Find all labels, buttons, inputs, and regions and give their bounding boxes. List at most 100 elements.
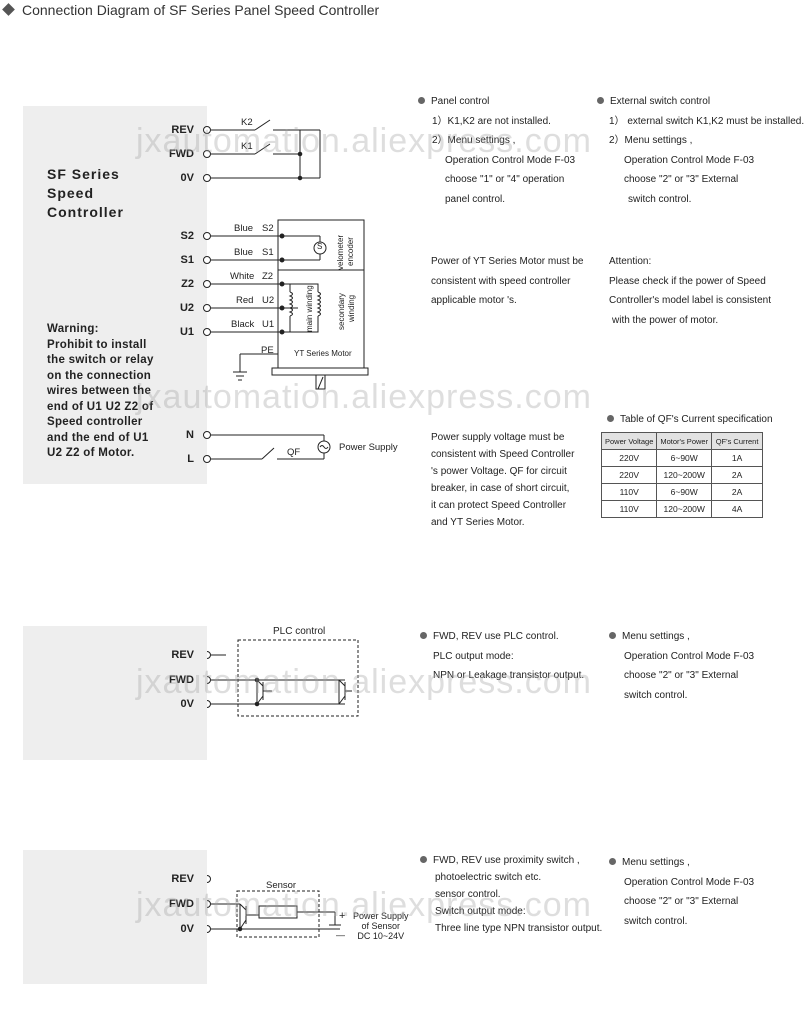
controller-box xyxy=(23,106,207,484)
bullet-icon xyxy=(607,415,614,422)
note-line: sensor control. xyxy=(435,889,501,900)
note-line: Operation Control Mode F-03 xyxy=(624,154,755,166)
k2-label: K2 xyxy=(241,117,253,128)
note-line: switch control. xyxy=(624,915,688,927)
psu-minus-label: — xyxy=(336,930,345,940)
warning-line: end of U1 U2 Z2 of xyxy=(47,400,154,413)
bullet-icon xyxy=(609,632,616,639)
attention-note: Attention: Please check if the power of … xyxy=(609,252,771,330)
table-header: QF's Current xyxy=(711,432,764,450)
note-line: Operation Control Mode F-03 xyxy=(445,154,576,166)
terminal-u1-node xyxy=(203,328,211,336)
psu-line: of Sensor xyxy=(361,921,401,931)
note-line: switch control. xyxy=(628,193,692,205)
plc-note-left: FWD, REV use PLC control. PLC output mod… xyxy=(420,627,584,686)
bullet-icon xyxy=(418,97,425,104)
panel-control-note: Panel control 1）K1,K2 are not installed.… xyxy=(418,92,575,209)
plc-note-right: Menu settings , Operation Control Mode F… xyxy=(609,627,754,705)
plc-rev-label: REV xyxy=(171,649,194,661)
note-line: choose "2" or "3" External xyxy=(624,670,739,681)
warning-line: Prohibit to install xyxy=(47,338,147,351)
table-cell: 110V xyxy=(600,483,658,501)
main-winding-coil xyxy=(288,291,293,317)
warning-line: on the connection xyxy=(47,369,152,382)
warning-line: Warning: xyxy=(47,323,99,335)
qf-breaker xyxy=(261,447,275,460)
terminal-s2-label: S2 xyxy=(180,230,194,242)
table-header: Motor's Power xyxy=(656,432,713,450)
table-cell: 6~90W xyxy=(656,449,713,467)
table-row: 220V 6~90W 1A xyxy=(600,449,764,467)
note-line: 2）Menu settings , xyxy=(609,135,693,146)
sensor-rev-label: REV xyxy=(171,873,194,885)
terminal-n-node xyxy=(203,431,211,439)
terminal-0v-label: 0V xyxy=(180,172,194,184)
note-line: 2）Menu settings , xyxy=(432,135,516,146)
table-row: 110V 120~200W 4A xyxy=(600,500,764,518)
note-line: breaker, in case of short circuit, xyxy=(431,483,570,494)
main-winding-label: main winding xyxy=(305,285,314,332)
plc-box xyxy=(237,639,359,717)
note-line: consistent with Speed Controller xyxy=(431,449,575,460)
note-line: and YT Series Motor. xyxy=(431,517,525,528)
psu-line: Power Supply xyxy=(353,911,409,921)
motor-s1-label: S1 xyxy=(262,247,274,258)
motor-z2-label: Z2 xyxy=(262,271,274,282)
note-line: consistent with speed controller xyxy=(431,275,571,287)
panel-control-heading: Panel control xyxy=(431,96,490,107)
psu-plus-label: + xyxy=(339,910,346,922)
table-header: Power Voltage xyxy=(600,432,658,450)
note-line: Power of YT Series Motor must be xyxy=(431,256,584,267)
motor-u2-label: U2 xyxy=(262,295,275,306)
controller-name-line1: SF Series xyxy=(47,166,120,182)
warning-line: Speed controller xyxy=(47,416,143,428)
velometer-label: velometer xyxy=(336,234,345,270)
terminal-s1-label: S1 xyxy=(180,254,194,266)
wire-blue-label: Blue xyxy=(234,223,254,234)
note-line: Operation Control Mode F-03 xyxy=(624,650,755,662)
wire-red-label: Red xyxy=(236,295,254,306)
note-line: FWD, REV use PLC control. xyxy=(433,631,559,642)
qf-table-header-row: Power Voltage Motor's Power QF's Current xyxy=(600,432,764,450)
table-cell: 120~200W xyxy=(656,466,713,484)
sensor-note-left: FWD, REV use proximity switch , photoele… xyxy=(420,852,602,937)
terminal-u2-label: U2 xyxy=(179,302,194,314)
table-cell: 110V xyxy=(600,500,658,518)
note-line: switch control. xyxy=(624,689,688,701)
terminal-l-label: L xyxy=(187,453,194,465)
bullet-icon xyxy=(420,632,427,639)
controller-name-line2: Speed xyxy=(47,185,95,201)
wire-white-label: White xyxy=(230,271,255,282)
motor-u1-label: U1 xyxy=(262,319,275,330)
table-cell: 120~200W xyxy=(656,500,713,518)
terminal-n-label: N xyxy=(186,429,194,441)
sensor-box xyxy=(236,890,320,938)
qf-table: Power Voltage Motor's Power QF's Current… xyxy=(600,432,764,518)
ac-source-symbol xyxy=(317,440,331,454)
controller-name: SF Series Speed Controller xyxy=(47,165,124,222)
bullet-icon xyxy=(597,97,604,104)
note-line: photoelectric switch etc. xyxy=(435,872,542,883)
table-cell: 2A xyxy=(711,483,764,501)
k2-switch xyxy=(254,119,271,131)
note-line: Controller's model label is consistent xyxy=(609,295,771,306)
terminal-rev-node xyxy=(203,126,211,134)
velometer-symbol xyxy=(313,241,327,255)
note-line: Attention: xyxy=(609,256,652,267)
note-line: FWD, REV use proximity switch , xyxy=(433,855,580,866)
sensor-psu-label: Power Supply of Sensor DC 10~24V xyxy=(353,911,409,941)
bullet-icon xyxy=(609,858,616,865)
terminal-s2-node xyxy=(203,232,211,240)
warning-line: and the end of U1 xyxy=(47,431,149,444)
external-switch-note: External switch control 1） external swit… xyxy=(597,92,804,209)
velometer-s-label: S xyxy=(317,242,323,251)
note-line: 1）K1,K2 are not installed. xyxy=(432,115,551,127)
table-cell: 4A xyxy=(711,500,764,518)
yt-motor-label: YT Series Motor xyxy=(294,349,352,358)
pe-label: PE xyxy=(261,345,274,356)
note-line: Three line type NPN transistor output. xyxy=(435,923,603,934)
note-line: panel control. xyxy=(445,193,506,205)
wire-blue-label-2: Blue xyxy=(234,247,254,258)
secondary-winding-coil xyxy=(316,291,321,317)
